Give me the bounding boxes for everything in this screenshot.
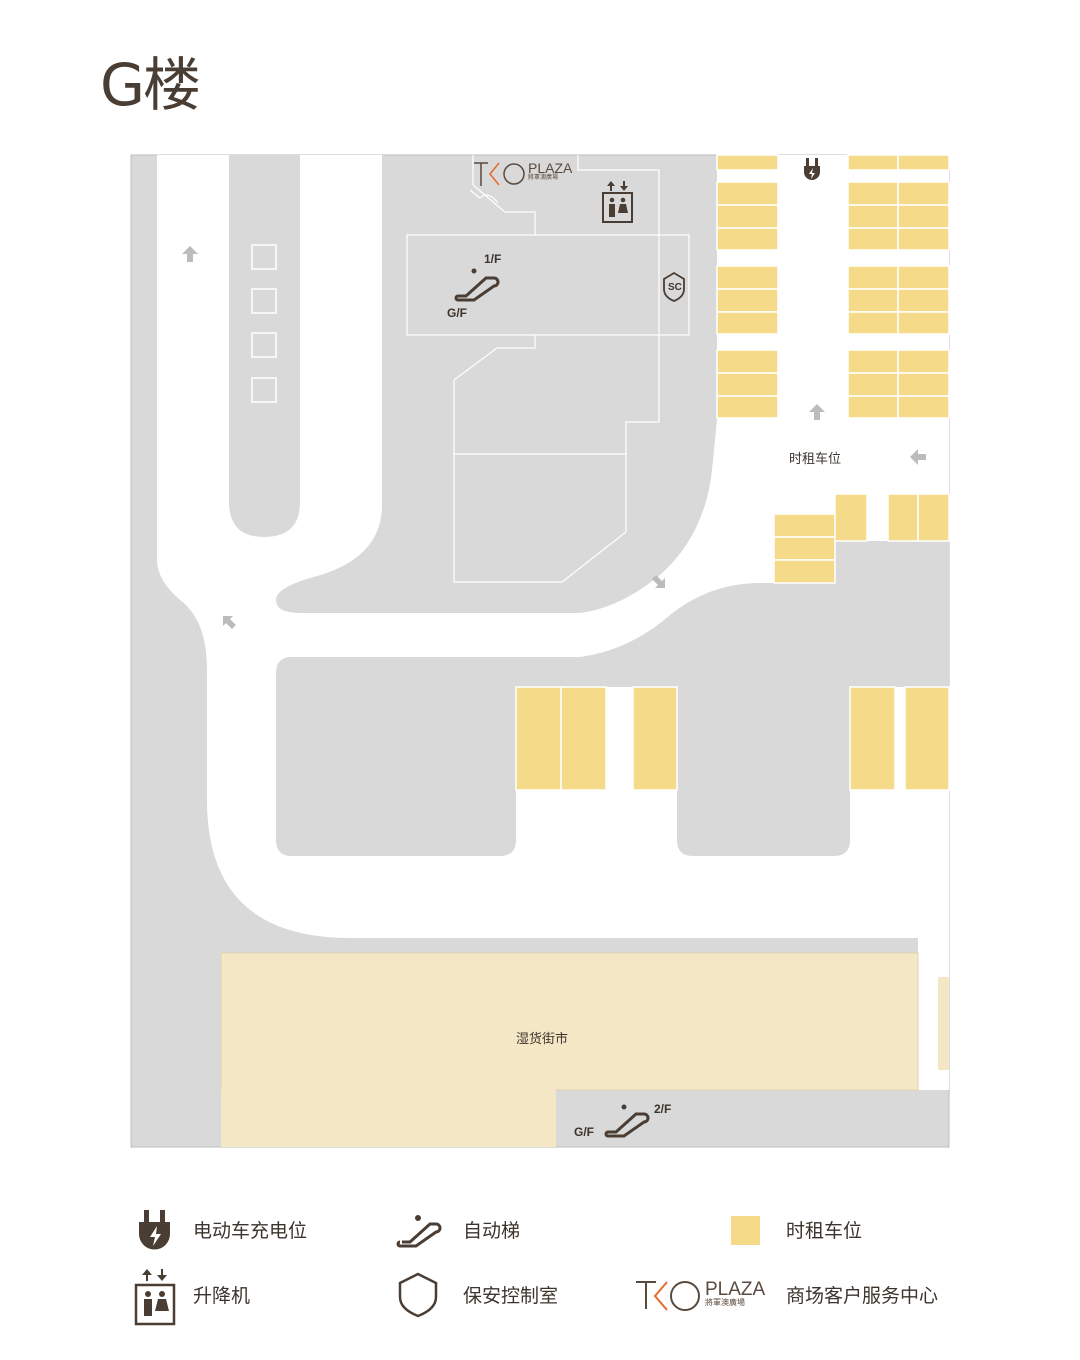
parking-stall-swatch [731, 1216, 760, 1245]
hourly-parking-label: 时租车位 [789, 452, 842, 467]
parking-stall [847, 372, 899, 397]
parking-stall [897, 311, 950, 335]
parking-stall [716, 395, 779, 419]
parking-stall [897, 181, 950, 206]
parking-stall [716, 227, 779, 251]
parking-stall [716, 311, 779, 335]
parking-stall [917, 493, 950, 542]
parking-stall [834, 493, 868, 542]
wet-market-side [938, 977, 949, 1070]
escalator-to-label: 2/F [654, 1102, 672, 1116]
building-block [276, 583, 949, 856]
tko-plaza-logo [474, 162, 525, 186]
parking-stall [716, 265, 779, 290]
legend-elevator: 升降机 [193, 1285, 251, 1307]
parking-stall [773, 513, 836, 538]
parking-stall [716, 288, 779, 313]
ev-charger-icon [139, 1210, 170, 1250]
legend-escalator: 自动梯 [463, 1220, 521, 1242]
parking-stall [897, 395, 950, 419]
parking-stall [773, 559, 836, 584]
parking-stall [847, 154, 899, 171]
logo-plaza: PLAZA [528, 160, 573, 176]
parking-stall [716, 349, 779, 374]
floor-title: G楼 [100, 51, 201, 119]
legend-ev-charger: 电动车充电位 [193, 1220, 308, 1242]
logo-chinese: 將軍澳廣場 [528, 175, 559, 181]
wet-market-area [220, 952, 919, 1091]
escalator-to-label: 1/F [484, 252, 502, 266]
island [229, 155, 300, 537]
sc-label: SC [668, 282, 682, 293]
parking-stall [897, 204, 950, 229]
parking-stall [887, 493, 919, 542]
logo-plaza: PLAZA [705, 1279, 766, 1300]
parking-stall [897, 227, 950, 251]
security-shield-icon [663, 271, 685, 302]
parking-stall [716, 204, 779, 229]
escalator-icon [604, 1104, 650, 1138]
parking-stall [847, 181, 899, 206]
block-small [835, 541, 949, 583]
parking-stall [847, 204, 899, 229]
parking-stall [560, 686, 607, 791]
escalator-icon [454, 268, 500, 302]
parking-stall [897, 154, 950, 171]
elevator-icon [134, 1269, 176, 1326]
parking-stall [716, 154, 779, 171]
legend-hourly-parking: 时租车位 [786, 1220, 863, 1242]
arrow-up-icon [182, 246, 198, 262]
parking-stall [847, 227, 899, 251]
direction-arrows [182, 246, 926, 629]
escalator-from-label: G/F [574, 1125, 594, 1139]
parking-stall [897, 349, 950, 374]
pillar-markers [251, 244, 277, 403]
parking-stall [897, 265, 950, 290]
arrow-diag-icon [223, 616, 236, 629]
tko-plaza-logo [636, 1281, 700, 1311]
wet-market-area-lower [221, 1089, 556, 1147]
parking-stall [847, 265, 899, 290]
escalator-icon [396, 1215, 442, 1248]
arrow-diag-icon [652, 575, 665, 588]
legend-customer-service: 商场客户服务中心 [786, 1285, 939, 1307]
parking-stall [849, 686, 896, 791]
arrow-up-icon [809, 404, 825, 420]
parking-stall [904, 686, 950, 791]
security-shield-icon [398, 1272, 438, 1318]
logo-chinese: 將軍澳廣場 [705, 1298, 745, 1307]
parking-stall [716, 372, 779, 397]
parking-stall [897, 288, 950, 313]
legend-security: 保安控制室 [463, 1285, 559, 1307]
parking-stall [632, 686, 678, 791]
parking-stall [847, 395, 899, 419]
parking-stall [847, 349, 899, 374]
parking-stall [897, 372, 950, 397]
parking-stall [847, 311, 899, 335]
ev-charger-icon [804, 158, 820, 180]
wet-market-label: 湿货街市 [516, 1032, 569, 1047]
arrow-left-icon [910, 449, 926, 465]
elevator-icon [602, 181, 633, 223]
parking-stall [773, 536, 836, 561]
parking-stall [847, 288, 899, 313]
escalator-from-label: G/F [447, 306, 467, 320]
parking-stall [716, 181, 779, 206]
parking-stalls [515, 154, 950, 791]
parking-stall [515, 686, 562, 791]
